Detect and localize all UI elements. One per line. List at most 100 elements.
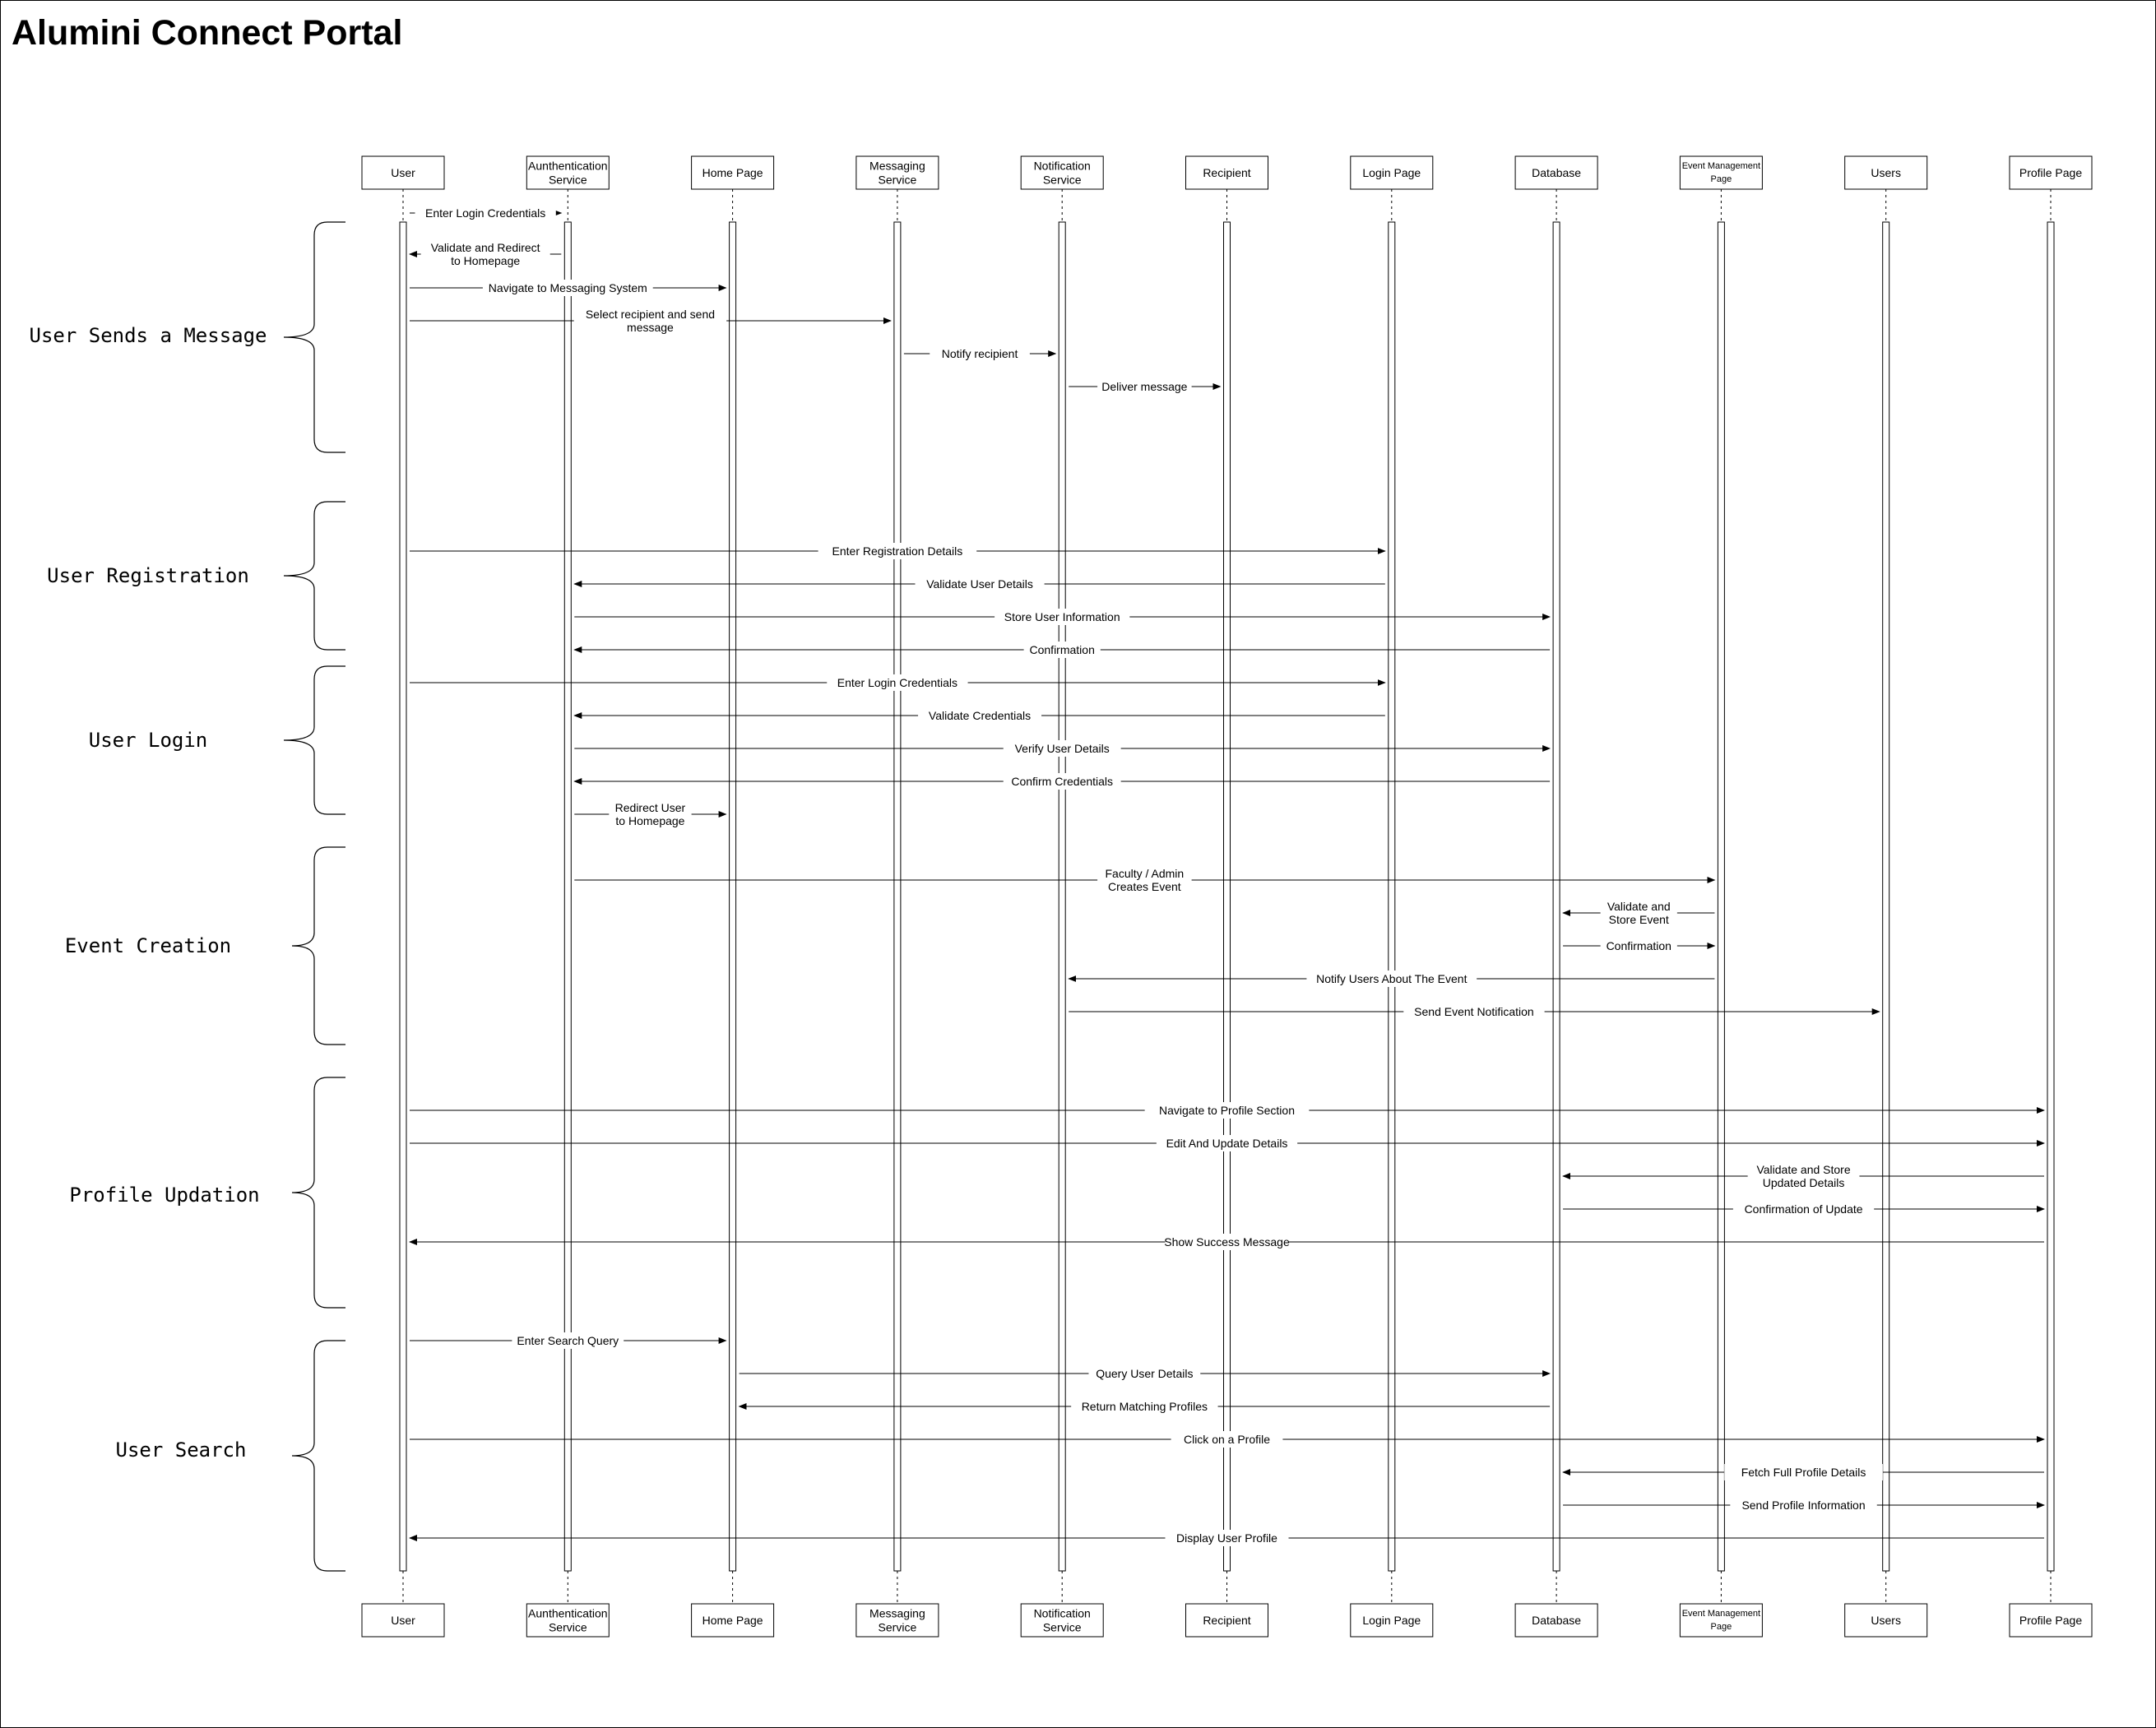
activation-bar	[2047, 221, 2055, 1572]
participant-box-bottom	[691, 1603, 775, 1638]
message-label: to Homepage	[615, 814, 684, 827]
message: Confirmation	[573, 642, 1551, 658]
message-label: Navigate to Messaging System	[489, 281, 647, 294]
message-label: Enter Registration Details	[832, 544, 963, 558]
message-label-bg	[1003, 773, 1121, 790]
section-group: Profile Updation	[69, 1077, 345, 1309]
message-label-bg	[573, 306, 727, 336]
message: Enter Search Query	[410, 1332, 727, 1349]
participant-auth: AunthenticationServiceAunthenticationSer…	[526, 155, 610, 1638]
participant-box-top	[691, 155, 775, 190]
message-label-bg	[1403, 1003, 1545, 1020]
message-label: Enter Login Credentials	[837, 676, 957, 689]
message: Navigate to Profile Section	[410, 1102, 2045, 1119]
activation-bar	[1882, 221, 1890, 1572]
participant-label: Service	[1043, 1621, 1082, 1634]
message-label: Query User Details	[1096, 1367, 1193, 1380]
message-label: Deliver message	[1101, 380, 1187, 393]
message-label-bg	[482, 280, 653, 296]
message-label-bg	[1747, 1161, 1860, 1191]
message-label-bg	[1724, 1464, 1883, 1480]
message-label: Validate User Details	[926, 577, 1033, 591]
participant-label: Profile Page	[2019, 166, 2082, 179]
message-label: Creates Event	[1108, 880, 1181, 893]
participant-box-top	[2009, 155, 2093, 190]
message-label-bg	[415, 205, 556, 221]
message-label-bg	[609, 799, 692, 829]
participant-label: Event Management	[1682, 161, 1760, 171]
message: Return Matching Profiles	[738, 1398, 1551, 1415]
activation-bar	[399, 221, 407, 1572]
participant-label: Profile Page	[2019, 1614, 2082, 1627]
message-label-bg	[827, 674, 968, 691]
message-label: Enter Search Query	[517, 1334, 619, 1347]
message: Send Profile Information	[1563, 1497, 2045, 1513]
participant-box-top	[1350, 155, 1434, 190]
message: Store User Information	[574, 609, 1551, 625]
message: Show Success Message	[409, 1234, 2044, 1250]
participant-box-bottom	[1844, 1603, 1928, 1638]
message-label: Click on a Profile	[1184, 1433, 1270, 1446]
message-label: Edit And Update Details	[1166, 1137, 1288, 1150]
message: Enter Login Credentials	[410, 674, 1386, 691]
activation-bar	[1223, 221, 1231, 1572]
participant-label: Service	[549, 1621, 587, 1634]
activation-bar	[563, 221, 572, 1572]
message-label-bg	[1600, 898, 1677, 928]
message: Fetch Full Profile Details	[1562, 1464, 2044, 1480]
participant-box-top	[855, 155, 939, 190]
section-label: Profile Updation	[69, 1184, 259, 1207]
participant-label: Recipient	[1203, 1614, 1250, 1627]
participant-label: Login Page	[1362, 166, 1421, 179]
message-label: Confirm Credentials	[1011, 775, 1113, 788]
message-label: Faculty / Admin	[1105, 867, 1184, 880]
message-label-bg	[1003, 740, 1121, 757]
section-group: Event Creation	[65, 846, 345, 1045]
participant-label: Home Page	[702, 1614, 763, 1627]
message: Navigate to Messaging System	[410, 280, 727, 296]
message-label-bg	[1171, 1431, 1283, 1448]
section-brace	[283, 665, 345, 815]
message-label: Confirmation	[1607, 939, 1671, 952]
message: Click on a Profile	[410, 1431, 2045, 1448]
message: Enter Login Credentials	[410, 205, 563, 221]
message-label: Fetch Full Profile Details	[1741, 1466, 1866, 1479]
section-label: User Search	[116, 1438, 247, 1462]
section-label: User Sends a Message	[30, 324, 267, 347]
participant-label: Event Management	[1682, 1609, 1760, 1619]
message-label: Select recipient and send	[586, 308, 715, 321]
message-label-bg	[818, 543, 977, 559]
message: Display User Profile	[409, 1530, 2044, 1546]
participant-box-bottom	[1679, 1603, 1763, 1638]
participant-label: Home Page	[702, 166, 763, 179]
message-label-bg	[1306, 971, 1477, 987]
activation-bar	[1717, 221, 1725, 1572]
message: Validate User Details	[573, 576, 1385, 592]
message: Send Event Notification	[1069, 1003, 1880, 1020]
activation-bar	[1058, 221, 1066, 1572]
section-brace	[291, 1340, 345, 1572]
message: Notify recipient	[903, 345, 1057, 362]
message-label: Validate and Redirect	[431, 241, 540, 254]
participant-label: Page	[1711, 1622, 1732, 1632]
section-brace	[283, 501, 345, 651]
message-label: Send Profile Information	[1741, 1499, 1865, 1512]
message: Confirm Credentials	[573, 773, 1551, 790]
message-label-bg	[1071, 1398, 1218, 1415]
participant-label: Messaging	[869, 1607, 925, 1620]
message: Edit And Update Details	[410, 1135, 2045, 1151]
participant-label: Database	[1532, 166, 1581, 179]
participant-label: Messaging	[869, 160, 925, 173]
message-label-bg	[995, 609, 1130, 625]
message-label: Store Event	[1609, 913, 1669, 926]
message-label: to Homepage	[451, 254, 520, 267]
message-label: Show Success Message	[1164, 1235, 1290, 1249]
